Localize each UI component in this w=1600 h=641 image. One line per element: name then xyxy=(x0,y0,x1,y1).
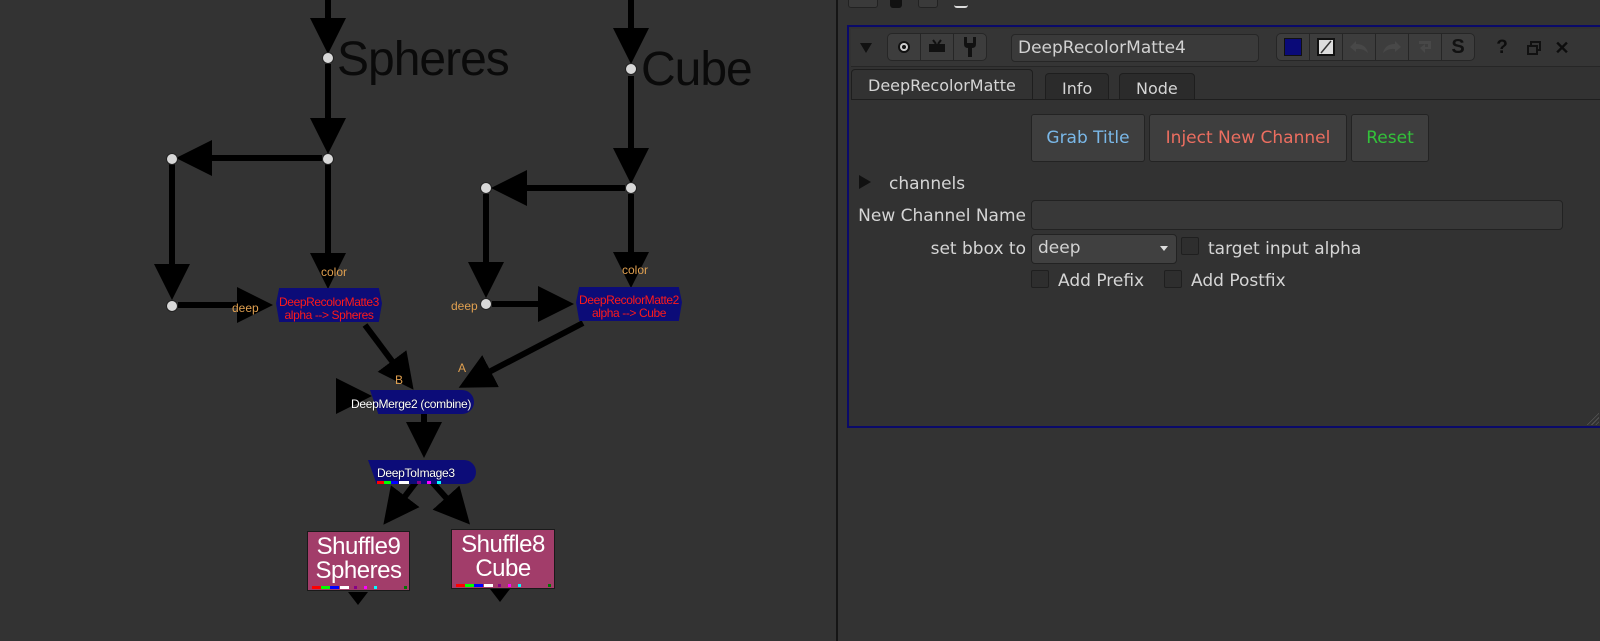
panel-header: S ? ✕ xyxy=(851,29,1600,67)
channels-expand-toggle[interactable]: channels xyxy=(859,172,989,196)
node-shuffle9[interactable]: Shuffle9 Spheres xyxy=(307,531,410,591)
dot-node[interactable] xyxy=(322,52,334,64)
tab-deeprecolormatte[interactable]: DeepRecolorMatte xyxy=(851,69,1033,100)
node-deepmerge2-label: DeepMerge2 (combine) xyxy=(351,397,472,411)
node-color-button[interactable] xyxy=(1276,33,1310,61)
set-bbox-value: deep xyxy=(1038,238,1081,258)
new-channel-name-input[interactable] xyxy=(1031,200,1563,230)
tv-icon xyxy=(929,39,945,52)
add-postfix-checkbox[interactable] xyxy=(1164,270,1182,288)
node-title-line1: DeepRecolorMatte3 xyxy=(279,295,379,309)
node-title-line1: Shuffle8 xyxy=(461,531,545,558)
dot-node[interactable] xyxy=(480,182,492,194)
node-title-line2: alpha --> Cube xyxy=(591,306,667,320)
inject-new-channel-button[interactable]: Inject New Channel xyxy=(1149,114,1347,162)
set-bbox-label: set bbox to xyxy=(930,239,1026,259)
channels-label: channels xyxy=(889,174,966,194)
s-icon: S xyxy=(1451,35,1465,58)
redo-icon xyxy=(1383,41,1401,53)
add-prefix-checkbox[interactable] xyxy=(1031,270,1049,288)
viewer-toggle-button[interactable] xyxy=(887,33,921,61)
toolbar-button[interactable] xyxy=(918,0,938,8)
target-input-alpha-label: target input alpha xyxy=(1208,239,1362,259)
viewer-circle-icon xyxy=(898,41,910,53)
help-icon: ? xyxy=(1496,37,1508,58)
tab-content: Grab Title Inject New Channel Reset chan… xyxy=(851,99,1600,426)
add-prefix-label: Add Prefix xyxy=(1058,271,1145,291)
node-deeprecolormatte3[interactable] xyxy=(276,288,382,322)
resize-grip-handle[interactable] xyxy=(1585,411,1599,425)
node-title-line2: Spheres xyxy=(315,557,402,584)
toolbar-button[interactable] xyxy=(890,0,902,8)
add-postfix-label: Add Postfix xyxy=(1191,271,1286,291)
toolbar-button[interactable] xyxy=(848,0,878,8)
wrench-button[interactable] xyxy=(953,33,987,61)
pin-label-a: A xyxy=(458,361,467,375)
node-title-line1: DeepRecolorMatte2 xyxy=(579,293,679,307)
node-title-line2: alpha --> Spheres xyxy=(284,308,374,322)
dot-node[interactable] xyxy=(166,153,178,165)
node-shuffle8[interactable]: Shuffle8 Cube xyxy=(451,529,555,589)
undo-button[interactable] xyxy=(1342,33,1376,61)
wrench-icon xyxy=(964,37,976,57)
set-bbox-dropdown[interactable]: deep xyxy=(1031,234,1177,264)
pin-label-deep: deep xyxy=(232,301,259,315)
pane-splitter[interactable] xyxy=(836,0,838,641)
dot-node[interactable] xyxy=(625,63,637,75)
revert-icon xyxy=(1419,41,1431,53)
node-deeptoimage3[interactable] xyxy=(368,460,476,484)
revert-button[interactable] xyxy=(1408,33,1442,61)
target-input-alpha-checkbox[interactable] xyxy=(1181,237,1199,255)
dot-node[interactable] xyxy=(166,300,178,312)
node-name-input[interactable] xyxy=(1011,34,1259,62)
reset-color-icon xyxy=(1317,38,1335,56)
close-panel-button[interactable]: ✕ xyxy=(1551,37,1573,59)
node-deepmerge2[interactable] xyxy=(370,390,474,414)
dot-node[interactable] xyxy=(322,153,334,165)
undo-icon xyxy=(1350,41,1368,53)
s-button[interactable]: S xyxy=(1441,33,1475,61)
node-connections xyxy=(154,0,649,605)
node-deeptoimage3-label: DeepToImage3 xyxy=(377,466,455,480)
chevron-down-icon xyxy=(1160,246,1168,251)
backdrop-label-cube: Cube xyxy=(641,43,753,96)
close-icon: ✕ xyxy=(1554,37,1570,58)
new-channel-name-label: New Channel Name xyxy=(858,206,1026,226)
toolbar-button[interactable] xyxy=(954,0,968,8)
pin-label-color: color xyxy=(321,265,348,279)
float-panel-button[interactable] xyxy=(1523,37,1545,59)
reset-color-button[interactable] xyxy=(1309,33,1343,61)
redo-button[interactable] xyxy=(1375,33,1409,61)
tab-bar: DeepRecolorMatte Info Node xyxy=(851,69,1600,100)
collapse-triangle-down-icon[interactable] xyxy=(855,37,877,59)
float-icon xyxy=(1527,41,1541,55)
node-title-line1: Shuffle9 xyxy=(316,533,401,560)
color-swatch-icon xyxy=(1284,38,1302,56)
dot-node[interactable] xyxy=(625,182,637,194)
dot-node[interactable] xyxy=(480,298,492,310)
node-deeprecolormatte3-label: DeepRecolorMatte3 alpha --> Spheres xyxy=(262,296,396,322)
backdrop-label-spheres: Spheres xyxy=(337,33,510,86)
properties-panel: S ? ✕ DeepRecolorMatte Info Node Grab Ti… xyxy=(847,25,1600,428)
node-deeprecolormatte2[interactable] xyxy=(576,287,682,321)
node-title-line2: Cube xyxy=(475,555,531,582)
pin-label-color: color xyxy=(622,263,649,277)
pin-label-deep: deep xyxy=(451,299,478,313)
tab-node[interactable]: Node xyxy=(1119,73,1195,99)
triangle-right-icon xyxy=(859,175,871,189)
node-deeprecolormatte2-label: DeepRecolorMatte2 alpha --> Cube xyxy=(562,294,696,320)
help-button[interactable]: ? xyxy=(1491,37,1513,59)
reset-button[interactable]: Reset xyxy=(1351,114,1429,162)
tv-button[interactable] xyxy=(920,33,954,61)
pin-label-b: B xyxy=(395,373,404,387)
grab-title-button[interactable]: Grab Title xyxy=(1031,114,1145,162)
tab-info[interactable]: Info xyxy=(1045,73,1110,99)
node-graph[interactable]: Spheres Cube color deep color deep B A D… xyxy=(0,0,836,641)
